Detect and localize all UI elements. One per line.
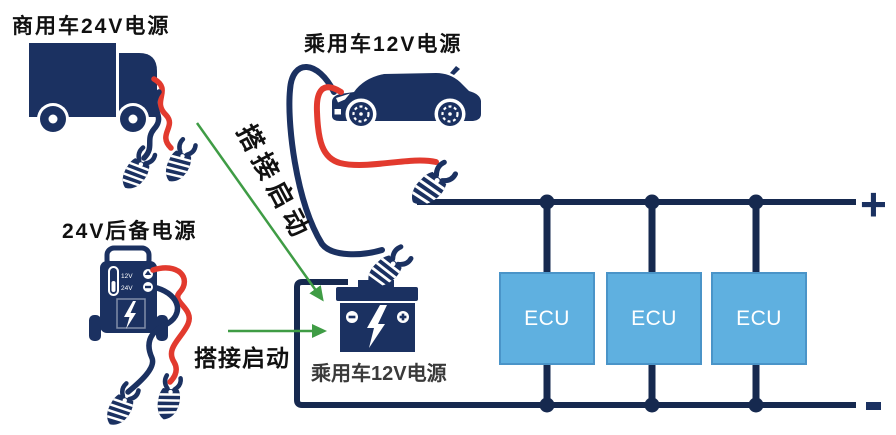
minus-terminal-label: - (866, 402, 881, 410)
ecu-box-1: ECU (499, 272, 595, 365)
ecu-2-label: ECU (631, 306, 677, 330)
ecu-box-2: ECU (606, 272, 702, 365)
port1-label: 12V (121, 273, 133, 280)
car-red-cable (313, 84, 439, 169)
truck-red-cable (151, 76, 174, 151)
circuit-bus (294, 194, 856, 413)
ecu-3-label: ECU (736, 306, 782, 330)
port2-label: 24V (121, 285, 133, 292)
car-battery-label: 乘用车12V电源 (311, 363, 447, 385)
car-icon (332, 66, 481, 130)
car-black-cable (286, 64, 385, 258)
jump-start-arrows (195, 122, 327, 338)
car-battery-icon (336, 280, 418, 352)
truck-icon (29, 43, 157, 135)
truck-black-cable (141, 89, 162, 161)
junction-dots (539, 194, 764, 413)
jump-start-horizontal-label: 搭接启动 (194, 345, 290, 371)
ecu-box-3: ECU (711, 272, 807, 365)
backup-power-icon: 12V 24V (89, 245, 168, 341)
jumper-cables (125, 64, 439, 395)
backup-red-cable (150, 265, 192, 385)
backup-power-label: 24V后备电源 (62, 220, 198, 243)
plus-terminal-label: + (860, 178, 887, 230)
truck-power-label: 商用车24V电源 (12, 15, 171, 38)
backup-black-cable (125, 285, 181, 395)
car-power-label: 乘用车12V电源 (304, 33, 463, 56)
ecu-1-label: ECU (524, 306, 570, 330)
